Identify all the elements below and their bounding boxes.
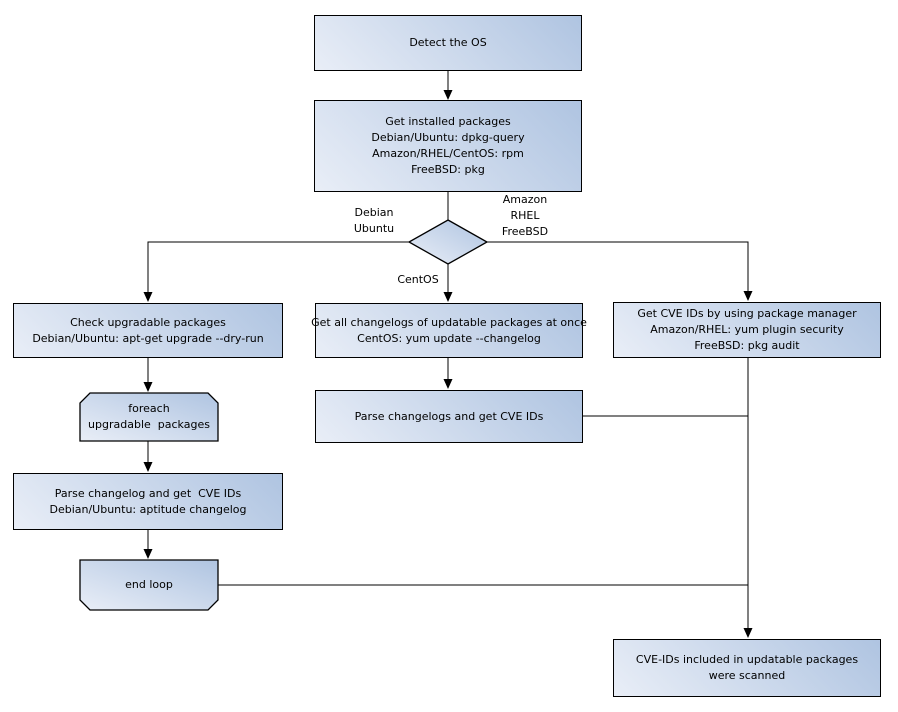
node-get-installed-packages: Get installed packages Debian/Ubuntu: dp… (314, 100, 582, 192)
node-detect-os-label: Detect the OS (409, 36, 487, 49)
node-get-all-changelogs-label: Get all changelogs of updatable packages… (311, 315, 587, 345)
connector-decision-to-check-upgradable (143, 241, 409, 302)
edge-label-centos-box: CentOS (382, 272, 454, 288)
edge-label-amazon-rhel-freebsd: Amazon RHEL FreeBSD (501, 193, 549, 238)
foreach-loop-label: foreach upgradable packages (88, 402, 210, 431)
node-parse-changelog-left: Parse changelog and get CVE IDs Debian/U… (13, 473, 283, 530)
edge-label-amazon-rhel-freebsd-box: Amazon RHEL FreeBSD (489, 192, 561, 240)
decision-diamond (407, 219, 489, 265)
edge-label-debian-ubuntu-box: Debian Ubuntu (339, 205, 409, 237)
node-get-all-changelogs: Get all changelogs of updatable packages… (311, 303, 587, 358)
end-loop-label: end loop (125, 578, 173, 591)
node-scanned-result: CVE-IDs included in updatable packages w… (613, 639, 881, 697)
node-get-cve-package-manager: Get CVE IDs by using package manager Ama… (613, 302, 881, 358)
end-loop-shape (79, 559, 219, 611)
node-get-cve-package-manager-label: Get CVE IDs by using package manager Ama… (637, 307, 857, 352)
edge-label-centos: CentOS (397, 273, 439, 286)
foreach-loop-label-box: foreach upgradable packages (80, 393, 218, 441)
node-check-upgradable-packages: Check upgradable packages Debian/Ubuntu:… (13, 303, 283, 358)
node-parse-changelogs-mid: Parse changelogs and get CVE IDs (315, 390, 583, 443)
edge-label-debian-ubuntu: Debian Ubuntu (353, 206, 395, 235)
node-check-upgradable-packages-label: Check upgradable packages Debian/Ubuntu:… (32, 315, 264, 345)
node-parse-changelog-left-label: Parse changelog and get CVE IDs Debian/U… (49, 486, 247, 516)
connector-decision-to-get-cve (487, 241, 753, 301)
node-get-installed-packages-label: Get installed packages Debian/Ubuntu: dp… (371, 115, 525, 176)
foreach-loop-shape (79, 392, 219, 442)
end-loop-label-box: end loop (80, 560, 218, 610)
node-scanned-result-label: CVE-IDs included in updatable packages w… (635, 653, 859, 682)
node-detect-os: Detect the OS (314, 15, 582, 71)
node-parse-changelogs-mid-label: Parse changelogs and get CVE IDs (354, 409, 544, 423)
